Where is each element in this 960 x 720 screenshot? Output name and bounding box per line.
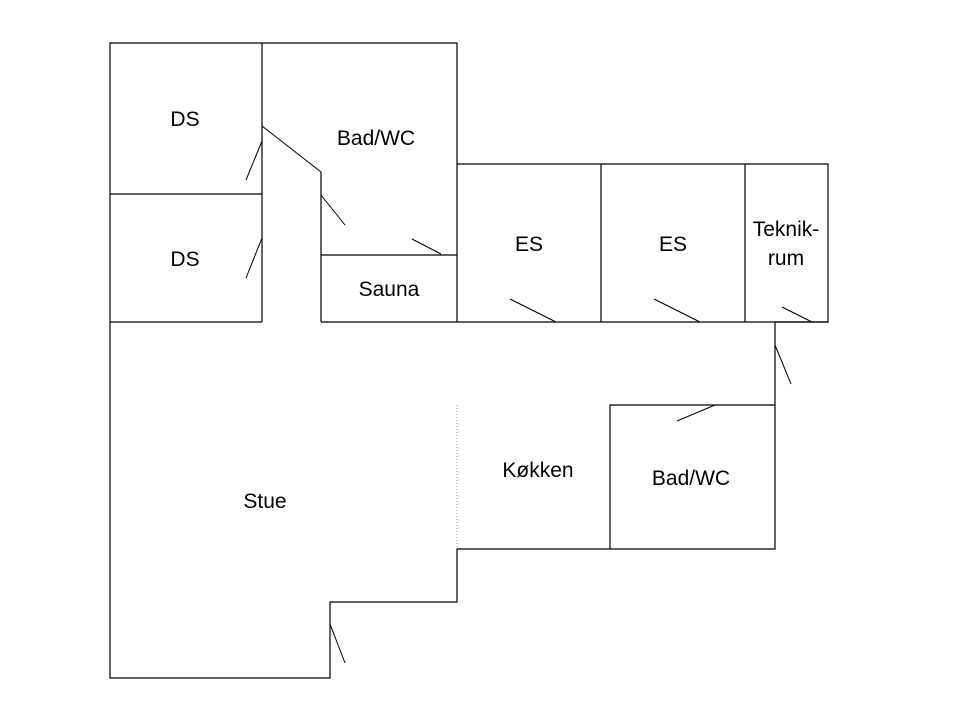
bad-wc-lower-walls	[609, 404, 775, 549]
door-bad-wc-upper	[320, 194, 346, 226]
door-exterior-south	[329, 623, 346, 664]
door-corridor-to-bad-wc	[261, 125, 322, 173]
door-ds-upper	[245, 140, 263, 181]
door-es-right	[653, 298, 701, 323]
room-label-teknikrum-line2: rum	[768, 247, 804, 270]
room-label-teknikrum-line1: Teknik-	[753, 218, 820, 241]
door-sauna	[411, 238, 442, 255]
room-label-kokken: Køkken	[502, 459, 573, 482]
room-label-bad-wc-lower: Bad/WC	[652, 467, 730, 490]
door-bad-wc-lower	[676, 404, 716, 422]
door-exterior-east	[774, 344, 792, 385]
room-label-ds-upper: DS	[170, 108, 199, 131]
room-label-sauna: Sauna	[359, 278, 420, 301]
room-label-es-left: ES	[515, 233, 543, 256]
door-ds-lower	[245, 237, 263, 279]
room-label-bad-wc-upper: Bad/WC	[337, 127, 415, 150]
room-label-es-right: ES	[659, 233, 687, 256]
outer-perimeter-wall	[109, 42, 829, 679]
door-es-left	[509, 298, 557, 323]
door-teknikrum	[781, 306, 813, 323]
room-label-ds-lower: DS	[170, 248, 199, 271]
room-label-stue: Stue	[243, 490, 286, 513]
